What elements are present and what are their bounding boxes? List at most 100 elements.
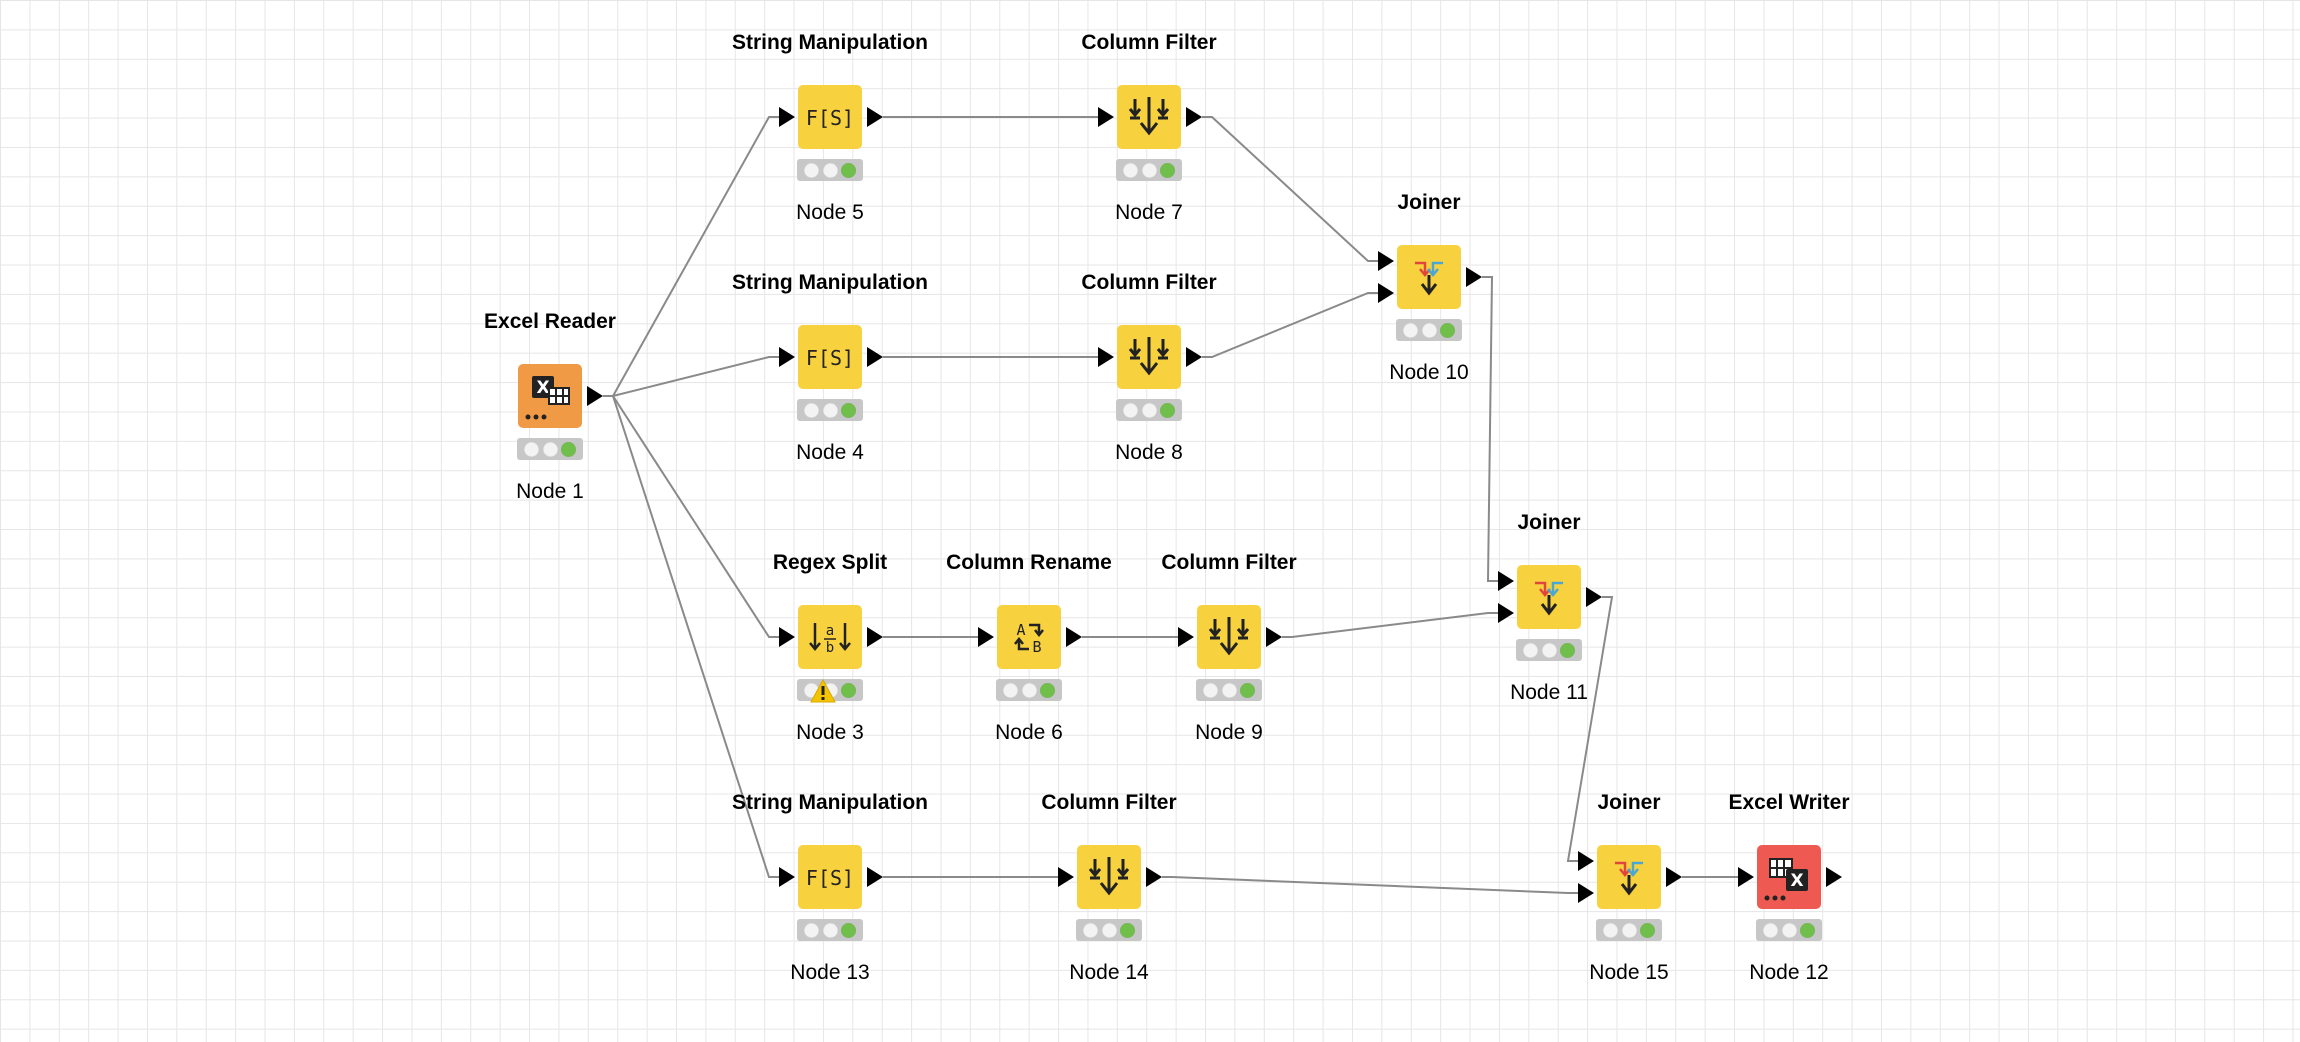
status-light-1 [803, 162, 819, 178]
node-title[interactable]: Column Filter [1161, 551, 1297, 574]
node-label[interactable]: Node 8 [1115, 441, 1183, 464]
node-label[interactable]: Node 15 [1589, 961, 1669, 984]
node-title[interactable]: Column Rename [946, 551, 1112, 574]
connection-n14-n15[interactable] [1162, 876, 1578, 894]
output-port[interactable] [1266, 627, 1282, 647]
node-title[interactable]: String Manipulation [732, 31, 928, 54]
output-port[interactable] [867, 107, 883, 127]
node-label[interactable]: Node 3 [796, 721, 864, 744]
status-light-2 [1421, 322, 1437, 338]
input-port[interactable] [779, 347, 795, 367]
node-label[interactable]: Node 9 [1195, 721, 1263, 744]
status-light-2 [1141, 402, 1157, 418]
input-port[interactable] [1098, 107, 1114, 127]
node-title[interactable]: Joiner [1397, 191, 1461, 214]
node-title[interactable]: String Manipulation [732, 271, 928, 294]
status-light-2 [1221, 682, 1237, 698]
output-port[interactable] [867, 867, 883, 887]
output-port[interactable] [1066, 627, 1082, 647]
node-title[interactable]: Regex Split [772, 551, 888, 574]
string-manipulation-icon[interactable]: F[S] [798, 325, 862, 389]
output-port[interactable] [1146, 867, 1162, 887]
status-light-1 [803, 402, 819, 418]
joiner-icon[interactable] [1517, 565, 1581, 629]
node-title[interactable]: Joiner [1517, 511, 1581, 534]
connection-n1-n4[interactable] [603, 356, 779, 397]
node-title[interactable]: Column Filter [1081, 31, 1217, 54]
output-port[interactable] [1666, 867, 1682, 887]
input-port[interactable] [779, 107, 795, 127]
connection-n8-n10[interactable] [1202, 292, 1378, 358]
output-port[interactable] [867, 627, 883, 647]
input-port[interactable] [1058, 867, 1074, 887]
node-status-traffic-light [1116, 399, 1182, 421]
node-title[interactable]: Excel Writer [1728, 791, 1850, 814]
column-filter-icon[interactable] [1077, 845, 1141, 909]
node-title[interactable]: String Manipulation [732, 791, 928, 814]
excel-writer-icon[interactable]: X [1757, 845, 1821, 909]
input-port[interactable] [978, 627, 994, 647]
node-label[interactable]: Node 14 [1069, 961, 1149, 984]
connection-n9-n11[interactable] [1282, 612, 1498, 638]
connection-n1-n3[interactable] [603, 395, 779, 638]
excel-reader-icon[interactable]: X [518, 364, 582, 428]
input-port[interactable] [1178, 627, 1194, 647]
joiner-icon[interactable] [1597, 845, 1661, 909]
column-filter-icon[interactable] [1117, 85, 1181, 149]
node-status-traffic-light [1516, 639, 1582, 661]
node-label[interactable]: Node 13 [790, 961, 870, 984]
node-label[interactable]: Node 4 [796, 441, 864, 464]
input-port-lower[interactable] [1498, 603, 1514, 623]
input-port[interactable] [1098, 347, 1114, 367]
node-title[interactable]: Column Filter [1081, 271, 1217, 294]
node-status-traffic-light [1396, 319, 1462, 341]
status-light-2 [1101, 922, 1117, 938]
joiner-icon[interactable] [1397, 245, 1461, 309]
node-label[interactable]: Node 7 [1115, 201, 1183, 224]
string-manipulation-icon[interactable]: F[S] [798, 85, 862, 149]
node-status-traffic-light [1116, 159, 1182, 181]
warning-icon[interactable] [810, 678, 836, 703]
output-port[interactable] [1466, 267, 1482, 287]
node-title[interactable]: Joiner [1597, 791, 1661, 814]
connection-n7-n10[interactable] [1202, 116, 1378, 262]
connection-n1-n5[interactable] [603, 116, 779, 397]
input-port-upper[interactable] [1378, 251, 1394, 271]
node-status-traffic-light [1756, 919, 1822, 941]
input-port-upper[interactable] [1578, 851, 1594, 871]
node-title[interactable]: Column Filter [1041, 791, 1177, 814]
string-manipulation-icon[interactable]: F[S] [798, 845, 862, 909]
node-label[interactable]: Node 12 [1749, 961, 1829, 984]
input-port-lower[interactable] [1578, 883, 1594, 903]
output-port[interactable] [867, 347, 883, 367]
column-filter-icon[interactable] [1197, 605, 1261, 669]
input-port-upper[interactable] [1498, 571, 1514, 591]
connection-n10-n11[interactable] [1482, 276, 1498, 582]
node-label[interactable]: Node 10 [1389, 361, 1469, 384]
input-port-lower[interactable] [1378, 283, 1394, 303]
node-label[interactable]: Node 5 [796, 201, 864, 224]
node-label[interactable]: Node 1 [516, 480, 584, 503]
input-port[interactable] [1738, 867, 1754, 887]
output-port[interactable] [1826, 867, 1842, 887]
connection-n11-n15[interactable] [1566, 596, 1614, 862]
node-title[interactable]: Excel Reader [484, 310, 616, 333]
output-port[interactable] [1186, 347, 1202, 367]
status-light-1 [1402, 322, 1418, 338]
column-filter-icon[interactable] [1117, 325, 1181, 389]
output-port[interactable] [587, 386, 603, 406]
node-label[interactable]: Node 11 [1510, 681, 1588, 704]
node-label[interactable]: Node 6 [995, 721, 1063, 744]
output-port[interactable] [1186, 107, 1202, 127]
svg-text:a: a [826, 623, 834, 639]
status-light-3 [841, 682, 857, 698]
status-light-3 [1560, 642, 1576, 658]
input-port[interactable] [779, 867, 795, 887]
svg-text:X: X [1790, 871, 1803, 891]
input-port[interactable] [779, 627, 795, 647]
output-port[interactable] [1586, 587, 1602, 607]
node-status-traffic-light [517, 438, 583, 460]
